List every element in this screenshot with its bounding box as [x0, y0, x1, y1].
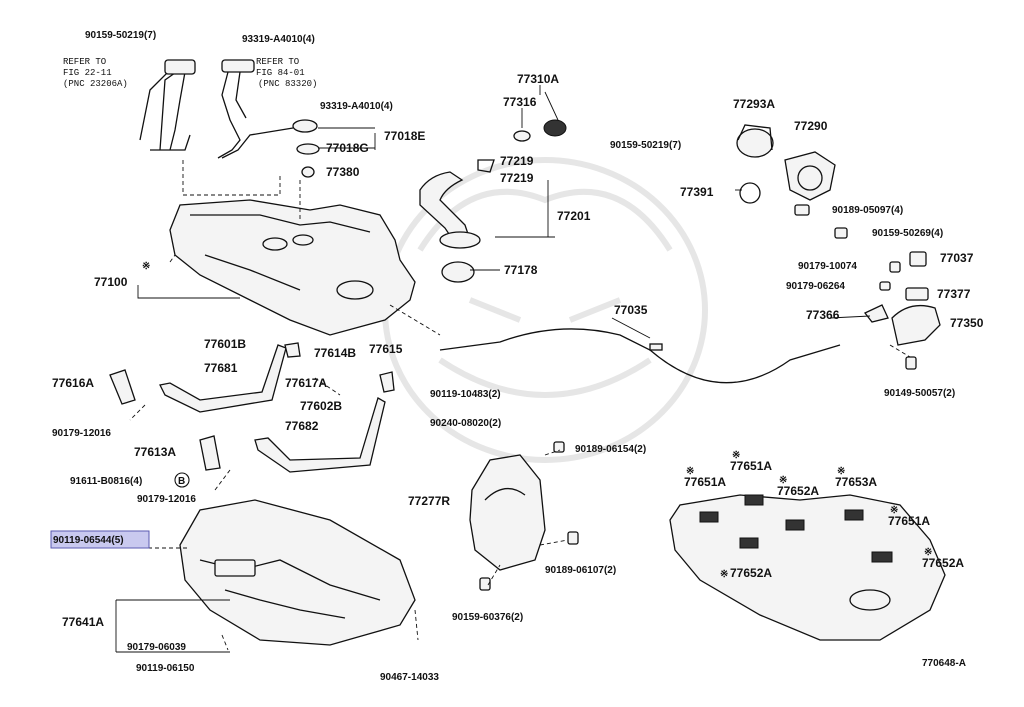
- selected-part-highlight: [50, 530, 150, 549]
- fuel-pump-assembly: [139, 59, 255, 159]
- part-label[interactable]: 90179-10074: [798, 261, 857, 272]
- part-label[interactable]: 77100: [94, 275, 128, 289]
- part-label[interactable]: 77316: [503, 95, 537, 109]
- star-mark: ※: [779, 475, 787, 486]
- part-label[interactable]: 77653A: [835, 475, 877, 489]
- part-label[interactable]: 90159-50219(7): [610, 140, 681, 151]
- fuel-tank-protector: [179, 499, 416, 646]
- reference-note-fig-84-01: REFER TO FIG 84-01 (PNC 83320): [256, 57, 317, 89]
- part-label[interactable]: 77613A: [134, 445, 176, 459]
- ref-line: FIG 84-01: [256, 68, 305, 78]
- part-label[interactable]: 93319-A4010(4): [320, 101, 393, 112]
- part-label[interactable]: 93319-A4010(4): [242, 34, 315, 45]
- part-label[interactable]: 77277R: [408, 494, 450, 508]
- fuel-sender-gauge: [221, 119, 320, 178]
- part-label[interactable]: 77018E: [384, 129, 425, 143]
- star-mark: ※: [837, 466, 845, 477]
- part-label[interactable]: 77652A: [730, 566, 772, 580]
- part-label[interactable]: 91611-B0816(4): [70, 476, 142, 487]
- part-label[interactable]: 77380: [326, 165, 360, 179]
- part-label[interactable]: 77035: [614, 303, 648, 317]
- part-label[interactable]: 77615: [369, 342, 403, 356]
- star-mark: ※: [924, 547, 932, 558]
- diagram-id: 770648-A: [922, 658, 966, 669]
- part-label[interactable]: 77037: [940, 251, 974, 265]
- part-label[interactable]: 90467-14033: [380, 672, 439, 683]
- part-label[interactable]: 77681: [204, 361, 238, 375]
- part-label[interactable]: 90179-06264: [786, 281, 845, 292]
- fuel-tank-pad-view: [669, 494, 946, 641]
- star-mark: ※: [720, 569, 728, 580]
- part-label[interactable]: 77651A: [684, 475, 726, 489]
- part-label[interactable]: 77178: [504, 263, 538, 277]
- tank-strap-rear: [199, 371, 395, 473]
- star-markers: ※ ※ ※ ※ ※ ※ ※ ※: [142, 261, 932, 580]
- part-label[interactable]: 77641A: [62, 615, 104, 629]
- ref-line: FIG 22-11: [63, 68, 112, 78]
- part-label[interactable]: 77350: [950, 316, 984, 330]
- b-mark: B: [178, 476, 185, 487]
- part-label[interactable]: 77651A: [888, 514, 930, 528]
- assembly-guide-lines: [129, 160, 911, 651]
- star-mark: ※: [890, 505, 898, 516]
- part-label[interactable]: 90179-12016: [137, 494, 196, 505]
- part-label[interactable]: 90119-10483(2): [430, 389, 501, 400]
- part-label[interactable]: 77601B: [204, 337, 246, 351]
- part-label[interactable]: 90159-60376(2): [452, 612, 523, 623]
- star-mark: ※: [142, 261, 150, 272]
- part-label[interactable]: 77018G: [326, 141, 369, 155]
- fuel-tank-main: [169, 199, 416, 336]
- part-label[interactable]: 77366: [806, 308, 840, 322]
- part-label[interactable]: 77391: [680, 185, 714, 199]
- fuel-door-parts: [794, 204, 941, 370]
- part-label[interactable]: 90119-06150: [136, 663, 195, 674]
- part-label[interactable]: 77290: [794, 119, 828, 133]
- part-label[interactable]: 77602B: [300, 399, 342, 413]
- ref-line: REFER TO: [63, 57, 106, 67]
- fuel-lid-cable: [439, 328, 841, 384]
- part-label[interactable]: 77377: [937, 287, 971, 301]
- part-label[interactable]: 77616A: [52, 376, 94, 390]
- part-label[interactable]: 77652A: [777, 484, 819, 498]
- part-label[interactable]: 90149-50057(2): [884, 388, 955, 399]
- part-label[interactable]: 77652A: [922, 556, 964, 570]
- fuel-filler-pipe: [419, 119, 567, 283]
- part-label[interactable]: 77617A: [285, 376, 327, 390]
- part-label[interactable]: 77293A: [733, 97, 775, 111]
- part-label[interactable]: 77219: [500, 171, 534, 185]
- part-label[interactable]: 90159-50219(7): [85, 30, 156, 41]
- part-label[interactable]: 77219: [500, 154, 534, 168]
- part-label[interactable]: 90179-12016: [52, 428, 111, 439]
- leader-lines: [115, 85, 871, 653]
- part-label[interactable]: 90159-50269(4): [872, 228, 943, 239]
- part-label[interactable]: 77651A: [730, 459, 772, 473]
- star-mark: ※: [686, 466, 694, 477]
- part-label[interactable]: 77682: [285, 419, 319, 433]
- part-label[interactable]: 90189-06107(2): [545, 565, 616, 576]
- part-label[interactable]: 90189-05097(4): [832, 205, 903, 216]
- part-label[interactable]: 90189-06154(2): [575, 444, 646, 455]
- part-labels: 90159-50219(7) 93319-A4010(4) 93319-A401…: [52, 30, 984, 683]
- part-label[interactable]: 77201: [557, 209, 591, 223]
- fuel-inlet-housing: [736, 124, 836, 204]
- part-label[interactable]: 77614B: [314, 346, 356, 360]
- part-label[interactable]: 90240-08020(2): [430, 418, 501, 429]
- tank-strap-front: [109, 342, 301, 413]
- reference-note-fig-22-11: REFER TO FIG 22-11 (PNC 23206A): [63, 57, 128, 89]
- part-label-selected[interactable]: 90119-06544(5): [53, 535, 124, 546]
- circled-b-marker: B: [174, 472, 190, 488]
- part-label[interactable]: 77310A: [517, 72, 559, 86]
- ref-line: REFER TO: [256, 57, 299, 67]
- ref-line: (PNC 23206A): [63, 79, 128, 89]
- ref-line: (PNC 83320): [258, 79, 317, 89]
- star-mark: ※: [732, 450, 740, 461]
- part-label[interactable]: 90179-06039: [127, 642, 186, 653]
